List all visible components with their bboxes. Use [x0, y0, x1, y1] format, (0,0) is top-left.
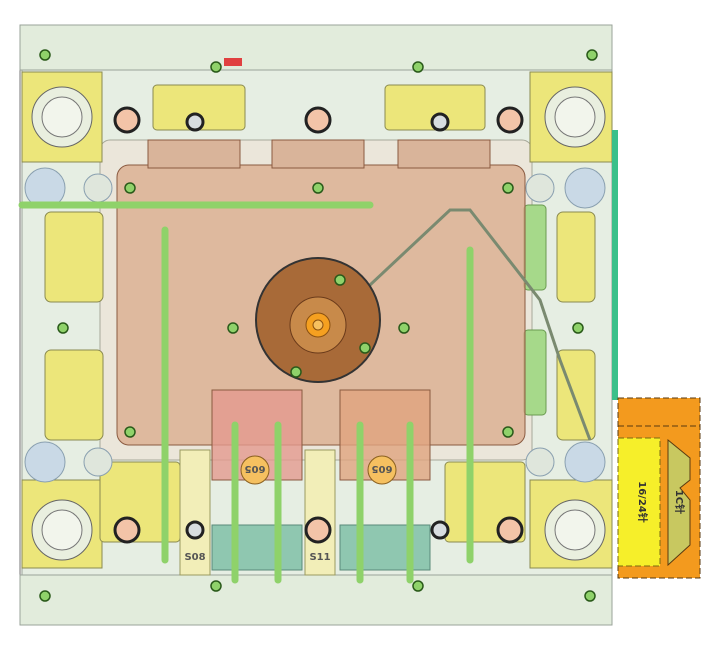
- dowel-pins: [185, 112, 450, 540]
- insert-badge-left: 605: [240, 455, 270, 485]
- insert-label-left: 605: [245, 463, 266, 474]
- cavity-top-tab-center: [271, 139, 365, 169]
- cooling-rings: [24, 167, 606, 483]
- corner-block-bottom-left: [21, 479, 103, 569]
- connector-assembly: 16/24针 1C针: [617, 397, 701, 579]
- lower-teal-right: [339, 524, 431, 571]
- connector-label-main: 16/24针: [636, 481, 649, 522]
- small-bolts: [39, 49, 598, 602]
- red-marker: [224, 58, 242, 66]
- lower-teal-left: [211, 524, 303, 571]
- bottom-clamp-strip: [19, 574, 613, 626]
- right-side-block-lower: [556, 349, 596, 441]
- insert-badge-right: 605: [367, 455, 397, 485]
- insert-label-right: 605: [372, 463, 393, 474]
- connector-label-side: 1C针: [673, 490, 686, 514]
- left-side-block-lower: [44, 349, 104, 441]
- corner-block-top-left: [21, 71, 103, 163]
- socket-screws: [113, 106, 524, 544]
- corner-block-top-right: [529, 71, 613, 163]
- ejector-pins: [18, 201, 474, 584]
- connector-latch: [667, 438, 691, 567]
- center-strip: [304, 449, 336, 576]
- top-clamp-strip: [19, 24, 613, 71]
- left-strip: [179, 449, 211, 576]
- right-side-block-upper: [556, 211, 596, 303]
- slot-label-s11: S11: [309, 552, 330, 563]
- slider-rail: [368, 208, 592, 441]
- cavity-top-tab-left: [147, 139, 241, 169]
- slot-label-s08: S08: [184, 552, 205, 563]
- corner-block-bottom-right: [529, 479, 613, 569]
- connector-body: [617, 437, 661, 567]
- right-slider-green-lower: [523, 329, 547, 416]
- left-side-block-upper: [44, 211, 104, 303]
- cavity-top-tab-right: [397, 139, 491, 169]
- right-slider-green-upper: [523, 204, 547, 291]
- green-edge-strip: [612, 130, 618, 400]
